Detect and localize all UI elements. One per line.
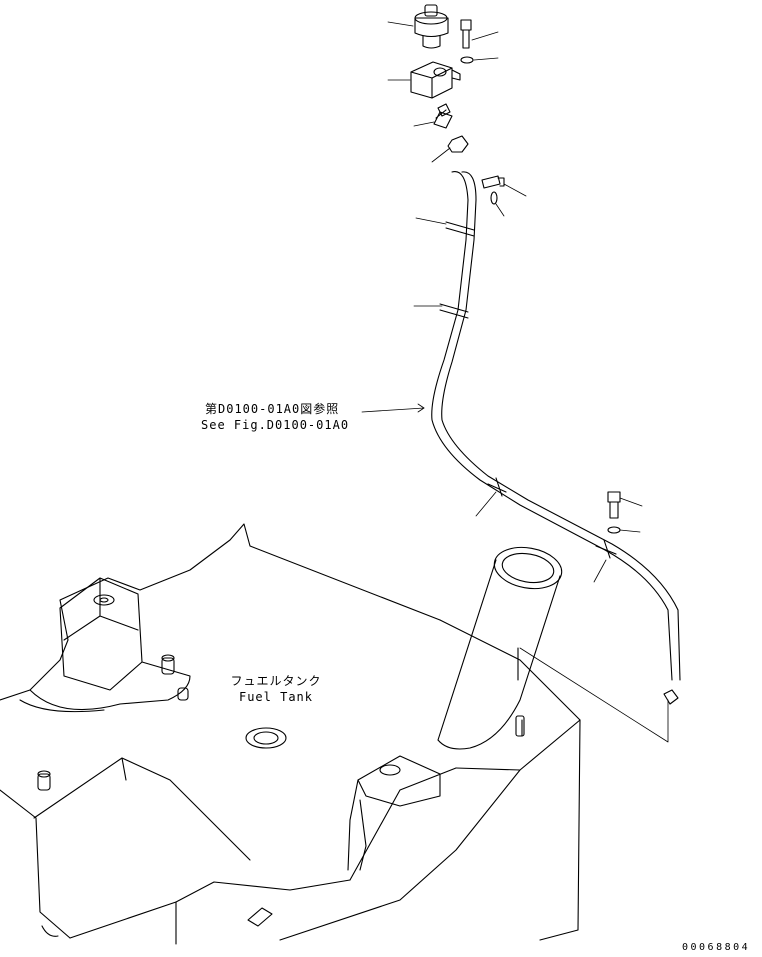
sensor-bracket [410,61,461,99]
document-number: 00068804 [682,942,751,953]
washer-2 [490,191,498,205]
hose-fitting [433,103,453,129]
washer-3 [607,526,621,534]
fuel-tank [0,523,581,945]
breather-hose [431,171,681,681]
bolt-1 [460,19,472,49]
callout-ref-jp: 第D0100-01A0図参照 [205,402,340,416]
bolt-3 [607,491,621,519]
tank-label-jp: フュエルタンク [230,674,322,688]
hose-clamps [439,221,617,559]
hose-nut [447,135,469,153]
fuel-sensor-switch [414,4,449,49]
tank-label-en: Fuel Tank [238,690,314,704]
callout-ref-en: See Fig.D0100-01A0 [201,418,350,432]
filler-neck [437,546,563,750]
washer-1 [460,56,474,64]
hose-end-fitting [663,689,679,705]
bolt-2 [481,175,505,189]
leader-lines [361,21,669,743]
